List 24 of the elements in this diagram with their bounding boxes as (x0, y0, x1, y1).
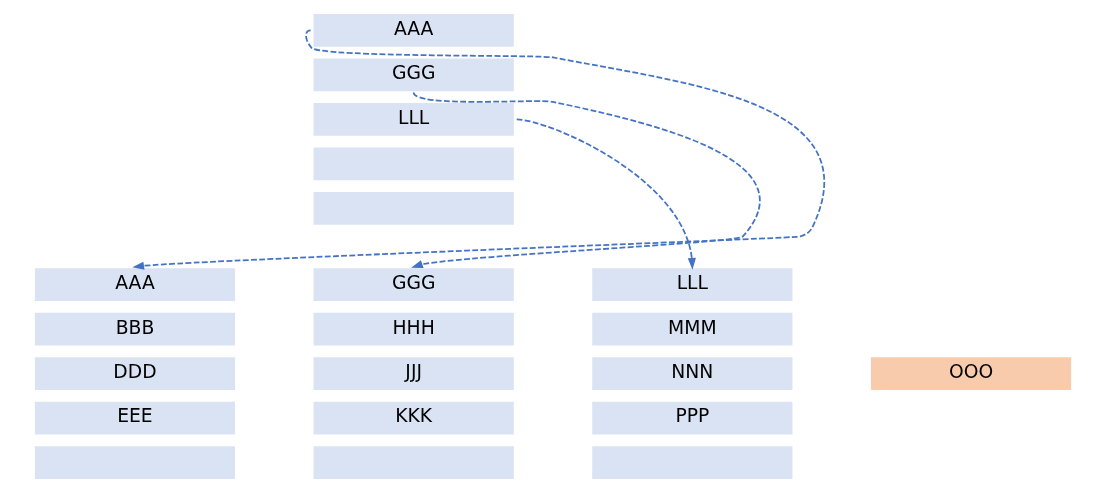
node-box: NNN (589, 354, 795, 393)
node-box: AAA (32, 265, 238, 304)
node-box: KKK (311, 399, 517, 437)
arrow (515, 118, 696, 270)
node-box (311, 145, 517, 183)
node-box: OOO (868, 354, 1074, 393)
node-box: DDD (32, 354, 238, 393)
arrow (411, 91, 761, 268)
node-box: PPP (589, 399, 795, 437)
node-box: HHH (311, 310, 517, 348)
node-box (32, 443, 238, 482)
node-box: EEE (32, 399, 238, 437)
node-box: JJJ (311, 354, 517, 393)
arrow (132, 29, 825, 270)
node-box: LLL (311, 100, 517, 139)
node-box: MMM (589, 310, 795, 348)
node-box (589, 443, 795, 482)
node-box: LLL (589, 265, 795, 304)
node-box: AAA (311, 11, 517, 50)
node-box: GGG (311, 56, 517, 94)
node-box: GGG (311, 265, 517, 304)
node-box (311, 189, 517, 228)
node-box: BBB (32, 310, 238, 348)
node-box (311, 443, 517, 482)
